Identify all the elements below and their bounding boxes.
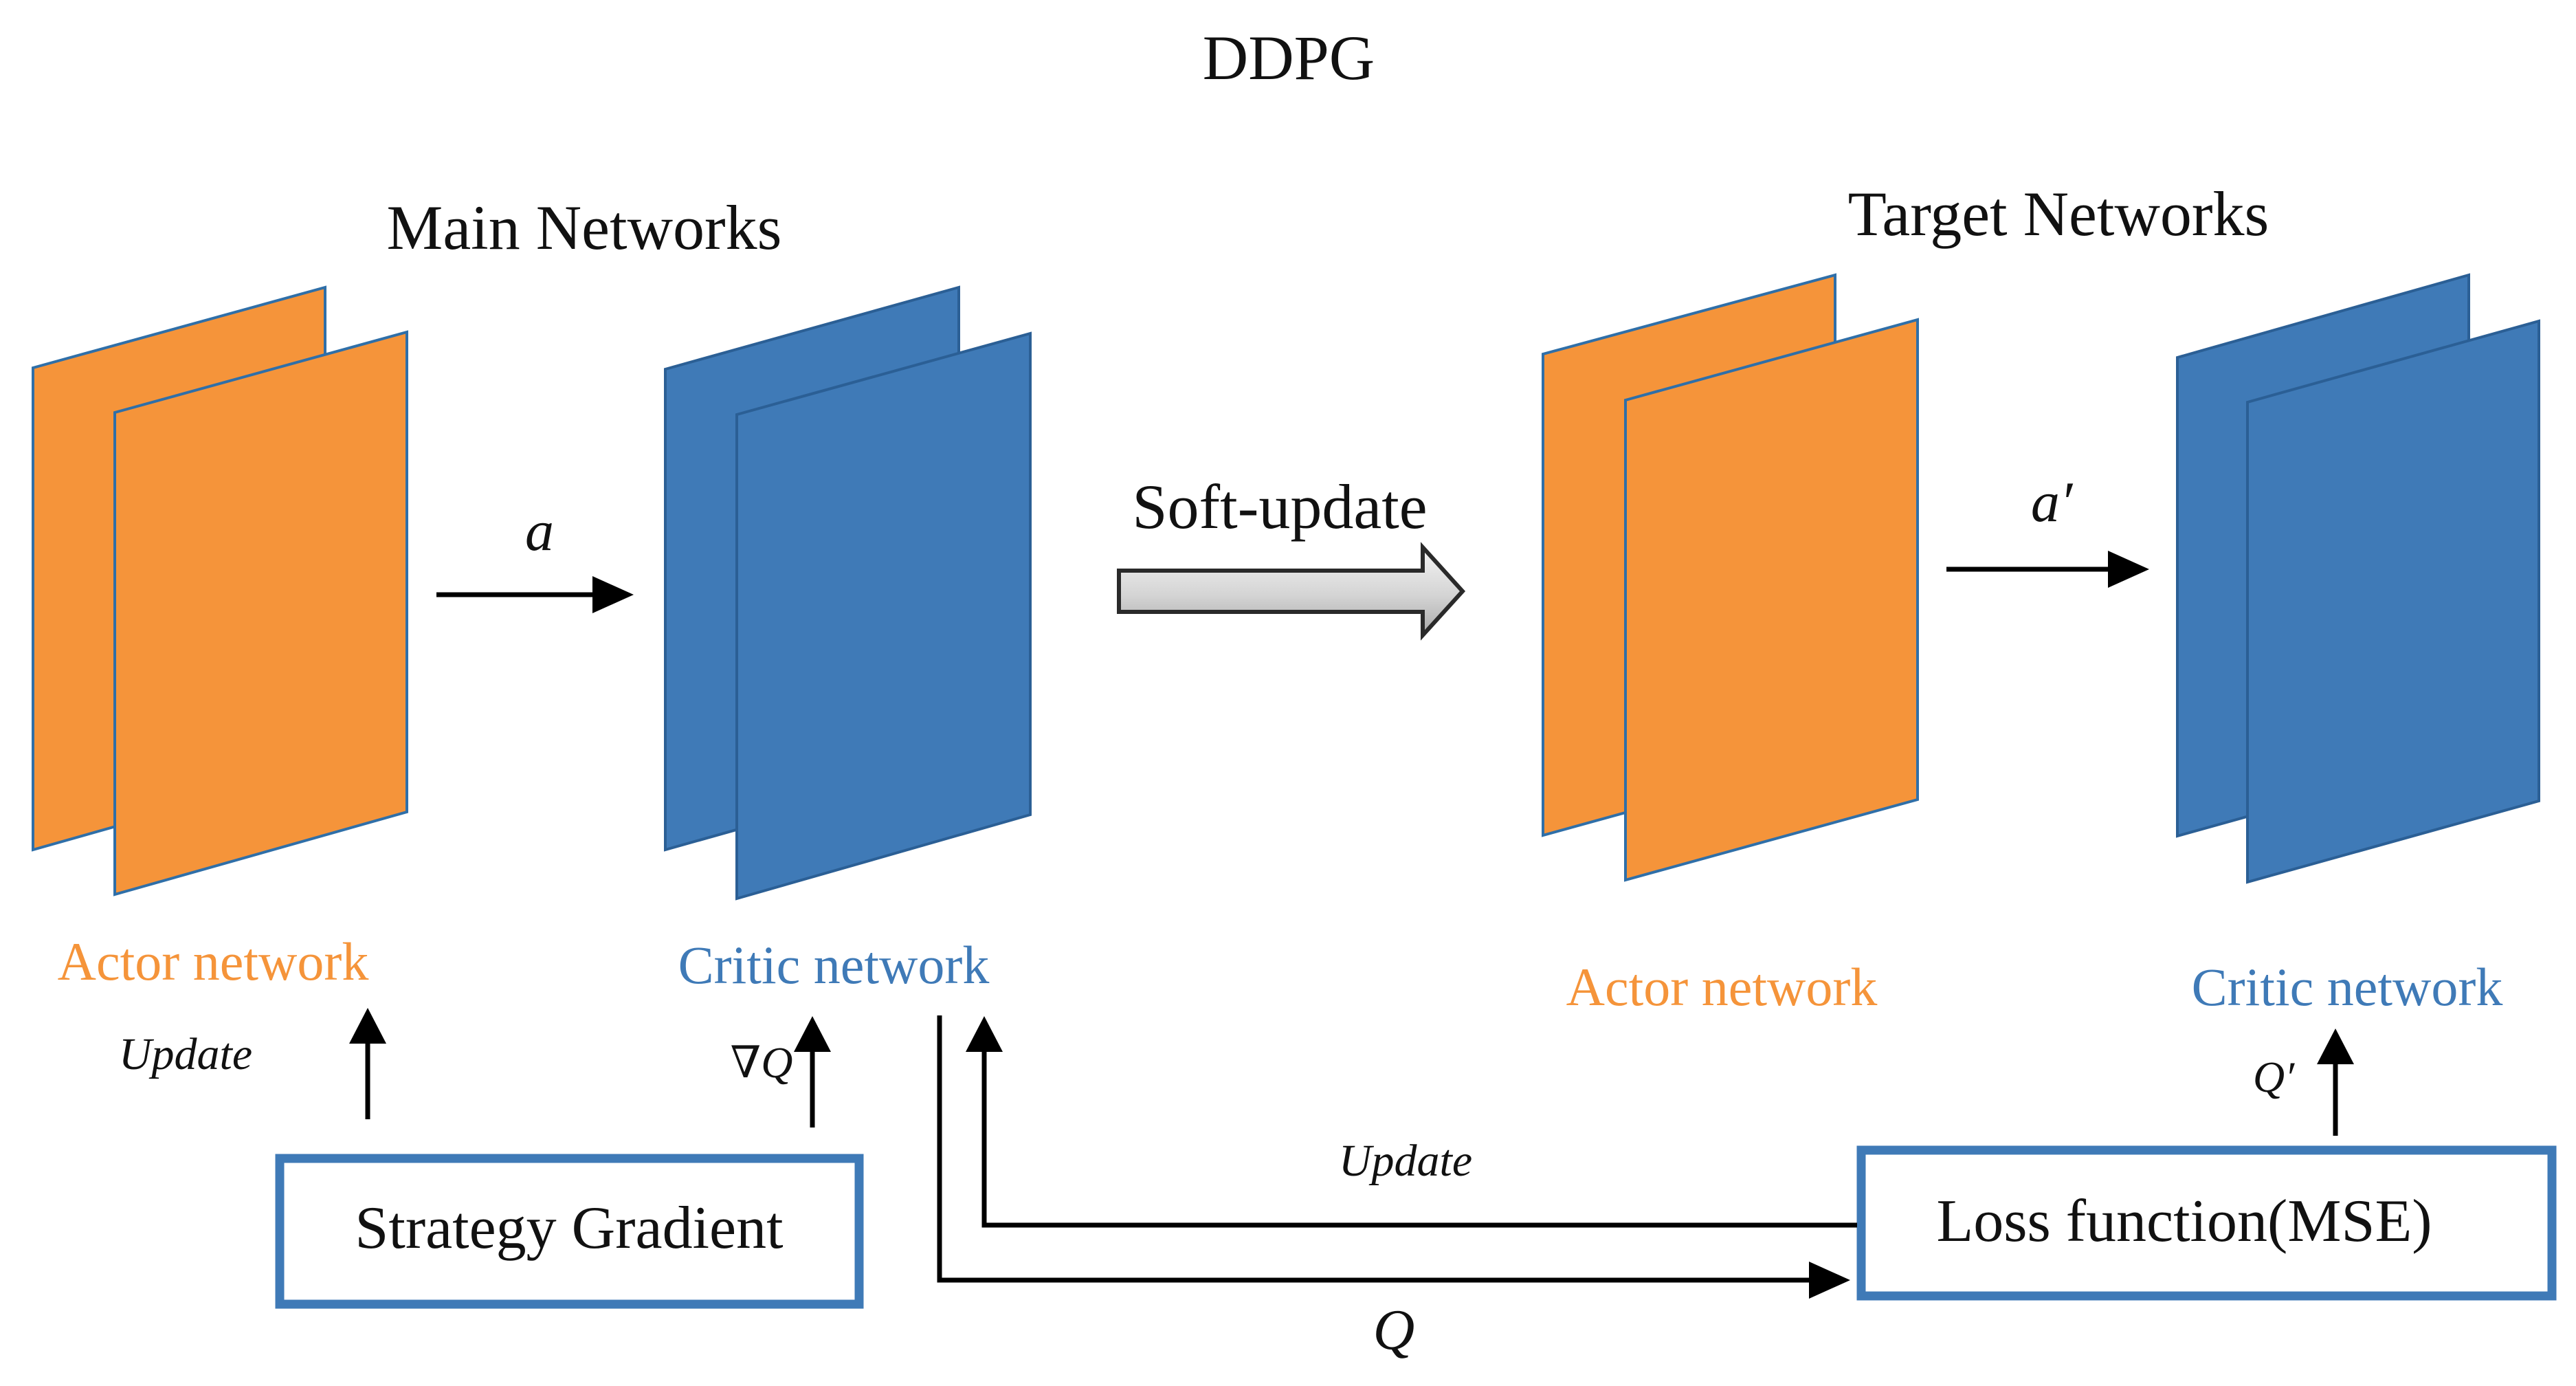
actor-update-label: Update bbox=[119, 1029, 252, 1079]
q-value-label: Q bbox=[1373, 1298, 1415, 1362]
target-critic-label: Critic network bbox=[2192, 957, 2503, 1017]
target-critic-network-shape bbox=[2176, 273, 2540, 884]
action-label-target: a′ bbox=[2031, 470, 2074, 534]
target-networks-heading: Target Networks bbox=[1848, 179, 2269, 249]
actor-update-arrow bbox=[349, 1008, 386, 1119]
q-prime-label: Q′ bbox=[2253, 1053, 2295, 1101]
soft-update-arrow bbox=[1117, 542, 1466, 641]
loss-function-label: Loss function(MSE) bbox=[1936, 1188, 2432, 1255]
loss-function-box bbox=[1856, 1145, 2557, 1301]
strategy-gradient-label: Strategy Gradient bbox=[355, 1195, 783, 1262]
main-critic-network-shape bbox=[664, 285, 1032, 901]
action-arrow-main bbox=[436, 576, 634, 613]
main-actor-network-shape bbox=[32, 285, 408, 896]
grad-q-label: ∇Q bbox=[731, 1038, 793, 1087]
diagram-title: DDPG bbox=[1203, 23, 1375, 93]
main-actor-label: Actor network bbox=[58, 932, 369, 991]
target-actor-network-shape bbox=[1542, 273, 1919, 882]
action-label-main: a bbox=[525, 499, 554, 563]
strategy-gradient-box bbox=[275, 1154, 864, 1309]
grad-q-arrow bbox=[794, 1016, 831, 1128]
q-prime-arrow bbox=[2317, 1028, 2354, 1136]
soft-update-label: Soft-update bbox=[1132, 472, 1427, 542]
main-critic-label: Critic network bbox=[678, 935, 990, 995]
action-arrow-target bbox=[1946, 551, 2149, 588]
q-value-arrow bbox=[937, 1015, 1850, 1299]
main-networks-heading: Main Networks bbox=[387, 192, 782, 263]
loss-update-label: Update bbox=[1339, 1136, 1472, 1186]
target-actor-label: Actor network bbox=[1566, 957, 1878, 1017]
loss-update-arrow bbox=[966, 1016, 1857, 1228]
